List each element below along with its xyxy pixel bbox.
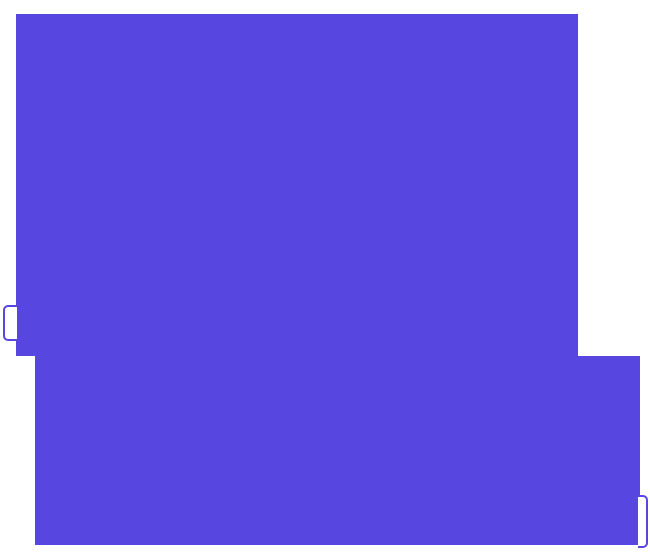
- lower-panel: [35, 356, 640, 545]
- left-edge-handle[interactable]: [3, 305, 17, 341]
- right-edge-handle[interactable]: [638, 495, 648, 548]
- upper-panel: [16, 14, 578, 356]
